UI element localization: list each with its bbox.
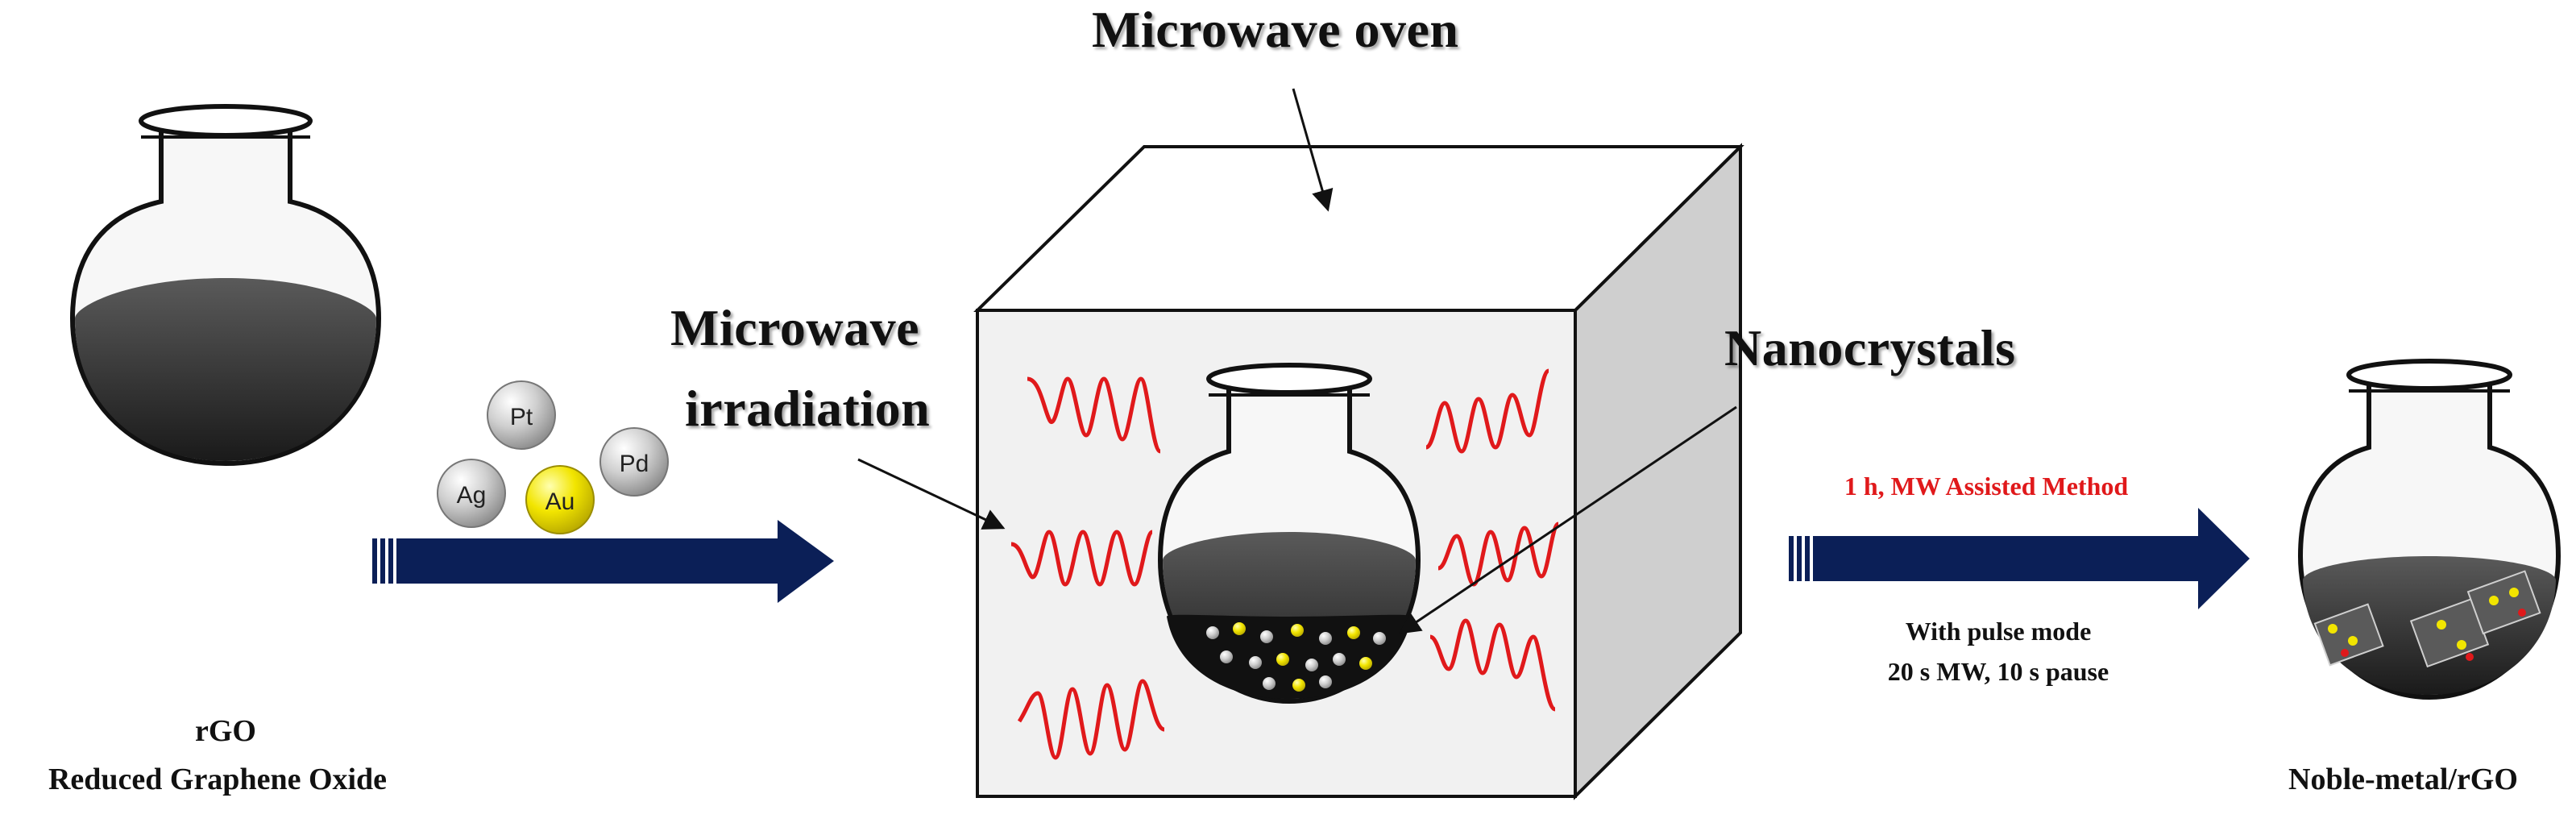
method-label: 1 h, MW Assisted Method (1844, 472, 2129, 501)
nanocrystals-label: Nanocrystals (1724, 319, 2016, 376)
pulse-mode-label: With pulse mode (1905, 617, 2092, 646)
graphene-sheets (2313, 570, 2541, 668)
rgo-label: rGO (195, 714, 256, 748)
metal-label-pt: Pt (510, 404, 533, 430)
oven-pointer-arrow (1292, 88, 1334, 212)
microwave-waves (1010, 368, 1561, 760)
rgo-flask (69, 104, 382, 467)
metal-precursors: Pt Ag Au Pd (437, 380, 669, 534)
microwave-irradiation-label-line2: irradiation (685, 380, 931, 437)
product-label: Noble-metal/rGO (2288, 763, 2518, 796)
microwave-oven-label: Microwave oven (1092, 1, 1459, 58)
metal-label-ag: Ag (457, 482, 487, 509)
metal-label-au: Au (545, 488, 575, 515)
nanocrystals-pointer-arrow (1398, 405, 1737, 634)
pulse-timing-label: 20 s MW, 10 s pause (1887, 657, 2109, 686)
rgo-full-name-label: Reduced Graphene Oxide (48, 763, 388, 796)
pointer-arrows (857, 88, 1737, 634)
microwave-irradiation-label-line1: Microwave (670, 299, 919, 356)
reaction-flask (1157, 363, 1421, 704)
irradiation-pointer-arrow (857, 458, 1006, 530)
process-arrow-left (372, 520, 834, 603)
nanocrystal-particles (1206, 622, 1386, 692)
metal-label-pd: Pd (620, 451, 649, 477)
process-arrow-right (1789, 508, 2250, 609)
product-flask (2297, 359, 2561, 700)
